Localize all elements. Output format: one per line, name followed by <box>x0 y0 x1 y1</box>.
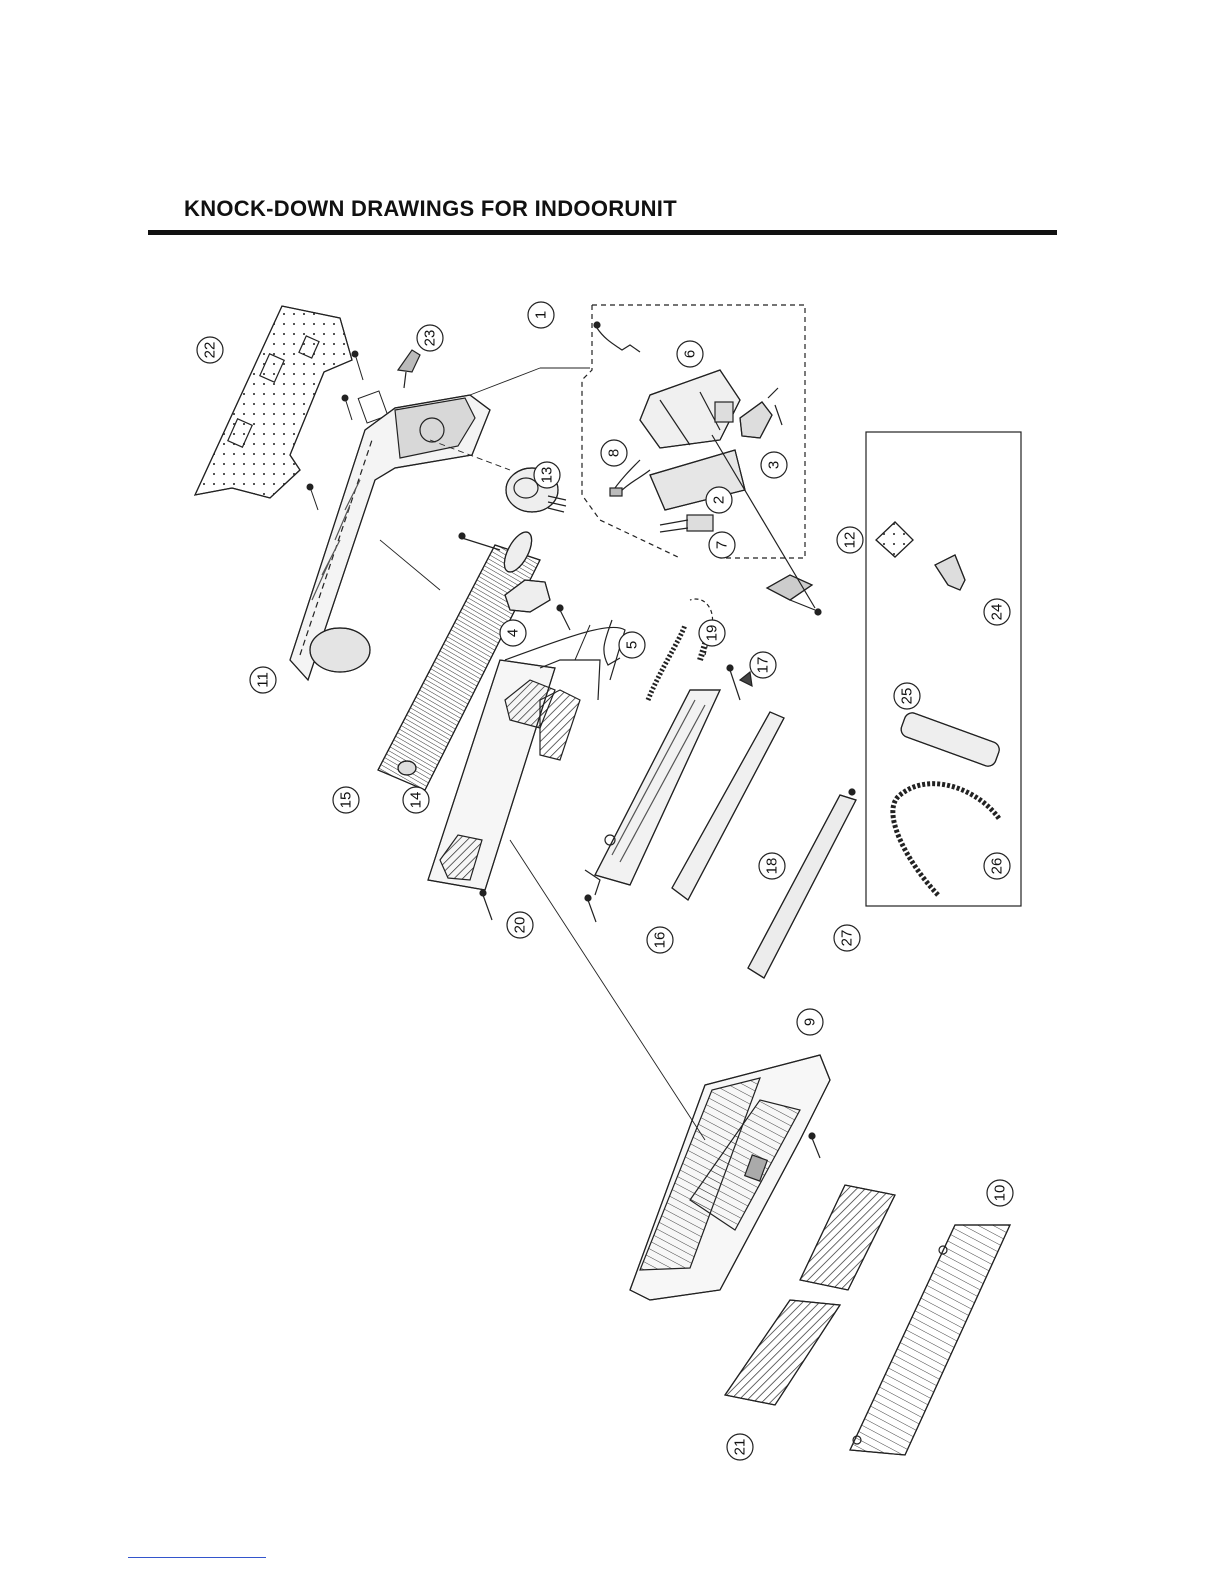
callout-6: 6 <box>677 341 703 367</box>
drain-hose-part <box>648 599 713 700</box>
callout-number: 2 <box>711 496 728 504</box>
callout-number: 21 <box>732 1439 749 1456</box>
callout-10: 10 <box>987 1180 1013 1206</box>
callout-number: 20 <box>512 917 529 934</box>
callout-number: 24 <box>989 604 1006 621</box>
callout-17: 17 <box>750 652 776 678</box>
motor-bracket-part <box>505 580 620 665</box>
front-panel-part <box>630 1055 830 1300</box>
callout-layer: 1234567891011121314151617181920212223242… <box>197 302 1013 1460</box>
callout-18: 18 <box>759 853 785 879</box>
callout-number: 9 <box>802 1018 819 1026</box>
callout-number: 7 <box>714 541 731 549</box>
callout-27: 27 <box>834 925 860 951</box>
footer-link-underline <box>128 1557 266 1558</box>
callout-20: 20 <box>507 912 533 938</box>
callout-13: 13 <box>534 462 560 488</box>
sensor-wire-part <box>594 322 640 352</box>
callout-number: 18 <box>764 858 781 875</box>
callout-number: 19 <box>704 625 721 642</box>
callout-21: 21 <box>727 1434 753 1460</box>
callout-5: 5 <box>619 632 645 658</box>
drain-pan-part <box>585 690 720 922</box>
clip-part <box>398 350 420 388</box>
callout-7: 7 <box>709 532 735 558</box>
callout-number: 4 <box>505 629 522 637</box>
callout-number: 1 <box>533 311 550 319</box>
callout-25: 25 <box>894 683 920 709</box>
callout-number: 8 <box>606 449 623 457</box>
callout-15: 15 <box>333 787 359 813</box>
callout-number: 16 <box>652 932 669 949</box>
callout-9: 9 <box>797 1009 823 1035</box>
callout-number: 17 <box>755 657 772 674</box>
callout-2: 2 <box>706 487 732 513</box>
callout-19: 19 <box>699 620 725 646</box>
screw-part <box>727 665 752 700</box>
callout-number: 5 <box>624 641 641 649</box>
deflector-part <box>748 789 856 978</box>
callout-number: 6 <box>682 350 699 358</box>
callout-number: 27 <box>839 930 856 947</box>
callout-24: 24 <box>984 599 1010 625</box>
callout-number: 12 <box>842 532 859 549</box>
callout-number: 14 <box>408 792 425 809</box>
callout-22: 22 <box>197 337 223 363</box>
intake-grille-part <box>850 1225 1010 1455</box>
callout-4: 4 <box>500 620 526 646</box>
callout-8: 8 <box>601 440 627 466</box>
callout-number: 10 <box>992 1185 1009 1202</box>
callout-number: 3 <box>766 461 783 469</box>
callout-1: 1 <box>528 302 554 328</box>
callout-number: 23 <box>422 330 439 347</box>
callout-16: 16 <box>647 927 673 953</box>
terminal-bracket-part <box>740 388 782 438</box>
control-box-part <box>640 370 740 448</box>
callout-number: 25 <box>899 688 916 705</box>
accessory-box <box>866 432 1021 906</box>
callout-number: 11 <box>255 672 272 688</box>
callout-14: 14 <box>403 787 429 813</box>
callout-12: 12 <box>837 527 863 553</box>
callout-number: 15 <box>338 792 355 809</box>
callout-11: 11 <box>250 667 276 693</box>
callout-number: 22 <box>202 342 219 359</box>
callout-23: 23 <box>417 325 443 351</box>
callout-number: 13 <box>539 467 556 484</box>
callout-26: 26 <box>984 853 1010 879</box>
terminal-block-part <box>660 515 713 532</box>
bearing-part <box>398 761 416 775</box>
callout-number: 26 <box>989 858 1006 875</box>
callout-3: 3 <box>761 452 787 478</box>
mounting-plate-part <box>195 306 352 498</box>
